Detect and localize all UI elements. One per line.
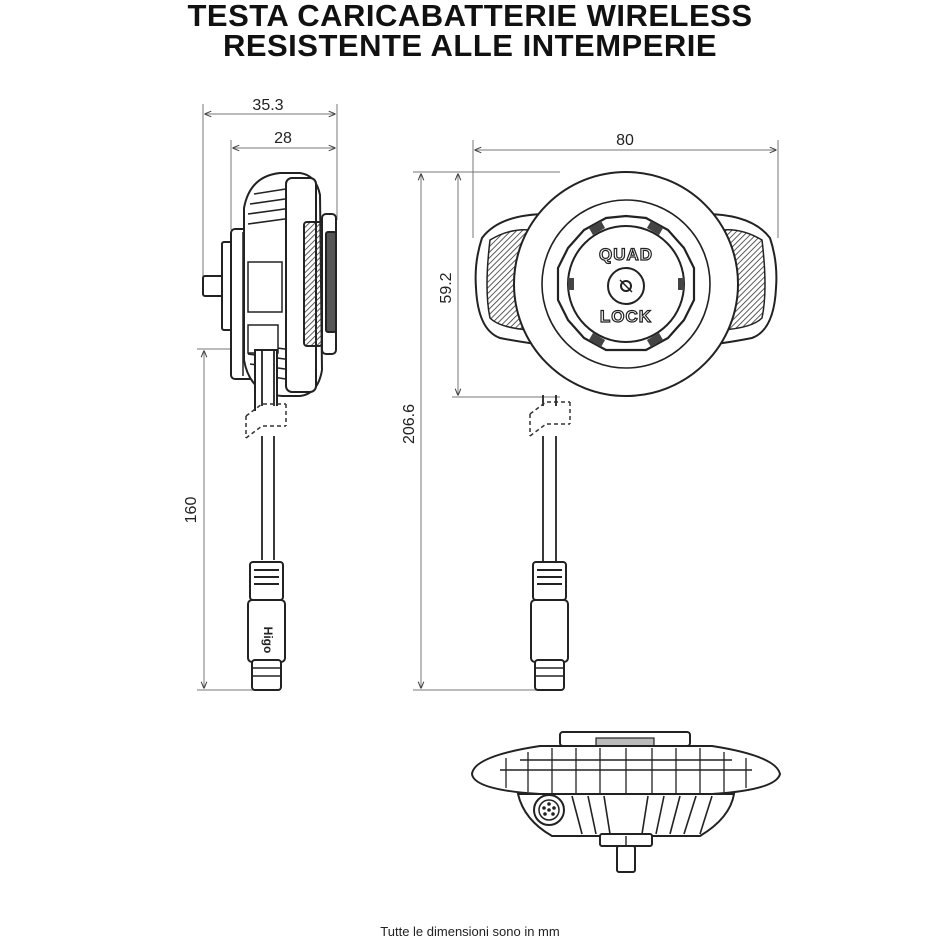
quad-lock-logo-bottom: LOCK xyxy=(600,307,652,326)
front-cable xyxy=(529,395,571,691)
side-view xyxy=(202,172,337,397)
footer-note: Tutte le dimensioni sono in mm xyxy=(380,924,560,939)
title-line-2: RESISTENTE ALLE INTEMPERIE xyxy=(222,28,718,63)
dim-front-total-height: 206.6 xyxy=(401,404,418,444)
quad-lock-logo-top: QUAD xyxy=(599,245,653,264)
dim-front-head-height: 59.2 xyxy=(438,272,455,303)
bottom-view xyxy=(470,731,782,873)
title-line-1: TESTA CARICABATTERIE WIRELESS xyxy=(187,0,753,33)
side-connector-brand: Higo xyxy=(261,627,275,654)
dim-side-body-width: 28 xyxy=(274,130,292,147)
front-view xyxy=(474,171,778,397)
dim-side-total-width: 35.3 xyxy=(252,97,283,114)
dimension-lines xyxy=(197,104,779,691)
side-cable xyxy=(245,349,287,691)
dim-front-width: 80 xyxy=(616,132,634,149)
dim-cable-length: 160 xyxy=(183,497,200,524)
